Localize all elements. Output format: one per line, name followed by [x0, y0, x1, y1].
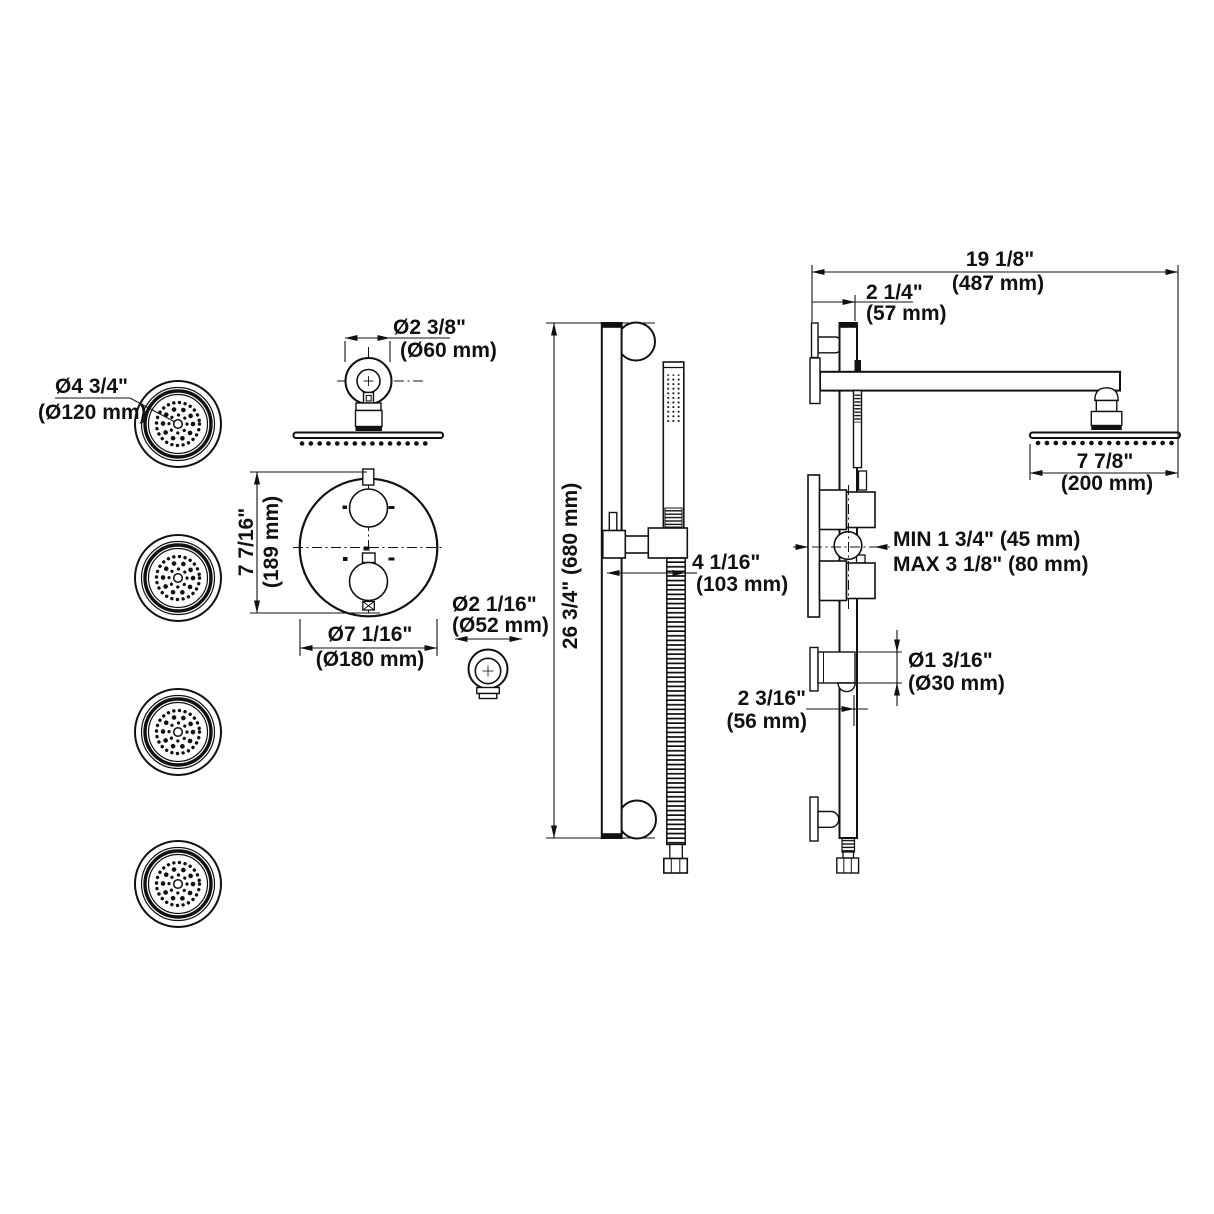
rain-shower-head-view: Ø2 3/8" (Ø60 mm) [292, 316, 497, 446]
wall-flange [809, 796, 819, 842]
valve-lower-handle-side [818, 560, 848, 602]
wall-supply-elbow-view: Ø2 1/16" (Ø52 mm) [452, 593, 549, 700]
slide-bar [600, 322, 623, 839]
elbow-base [476, 686, 500, 695]
body-jet [135, 841, 221, 927]
body-jet [135, 535, 221, 621]
hand-shower-side [852, 389, 863, 469]
dim-depth-max: MAX 3 1/8" (80 mm) [893, 553, 1089, 576]
hand-shower-spray-face [666, 374, 682, 423]
arm-escutcheon [809, 357, 821, 405]
dim-overall-mm: (487 mm) [952, 272, 1044, 295]
bottom-bar-mount [817, 810, 840, 828]
shower-hose [666, 557, 686, 846]
bottom-wall-flange [617, 799, 657, 840]
wall-flange [810, 322, 819, 359]
lower-handle [348, 561, 389, 602]
hose-nub [837, 682, 856, 693]
dim-head-mm: (200 mm) [1061, 472, 1153, 495]
valve-trim-front-view: 7 7/16" (189 mm) Ø7 1/16" (Ø180 mm) [235, 468, 444, 671]
hose-ferrule-side [841, 837, 856, 853]
dim-bar-offset-in: 2 1/4" [866, 281, 923, 304]
hose-nut [662, 857, 689, 874]
hose-outlet [817, 651, 856, 684]
hand-shower-slide-bar-view: 26 3/4" (680 mm) 4 1/16" (103 mm) [546, 321, 788, 874]
body-jets-front-view: Ø4 3/4" (Ø120 mm) [38, 375, 221, 927]
slider-bracket [601, 529, 627, 559]
dim-outlet-diameter-in: Ø1 3/16" [908, 649, 993, 672]
dim-elbow-diameter-in: Ø2 1/16" [452, 593, 537, 616]
dim-body-jet-diameter-in: Ø4 3/4" [55, 375, 128, 398]
bracket-knob [608, 511, 618, 532]
upper-handle [348, 488, 389, 528]
flange [355, 402, 382, 412]
dim-rain-head-ball-mm: (Ø60 mm) [400, 339, 497, 362]
dim-rain-head-ball-in: Ø2 3/8" [393, 316, 466, 339]
dim-outlet-offset-mm: (56 mm) [726, 710, 807, 733]
dim-holder-offset-in: 4 1/16" [692, 551, 760, 574]
head-disc-side [1029, 431, 1181, 439]
dim-head-in: 7 7/8" [1077, 450, 1134, 473]
trim-top-tab [362, 468, 375, 486]
hose-ferrule [669, 843, 683, 860]
dim-trim-height-mm: (189 mm) [260, 496, 283, 588]
head-hub [354, 409, 383, 428]
dim-slide-bar-length: 26 3/4" (680 mm) [559, 483, 582, 649]
body-jet [135, 381, 221, 467]
top-wall-flange [616, 321, 656, 362]
hose-nut-side [836, 857, 860, 874]
hand-shower-grip [664, 507, 683, 528]
body-jet [135, 689, 221, 775]
dim-trim-diameter-mm: (Ø180 mm) [316, 648, 425, 671]
hand-shower-holder [647, 527, 689, 559]
installed-side-view: 19 1/8" (487 mm) 2 1/4" (57 mm) 7 7/8" (… [726, 248, 1181, 874]
dim-outlet-diameter-mm: (Ø30 mm) [908, 672, 1005, 695]
temperature-icon [363, 546, 370, 551]
outlet-flange [809, 646, 819, 692]
dim-body-jet-diameter-mm: (Ø120 mm) [38, 401, 147, 424]
dim-bar-offset-mm: (57 mm) [866, 302, 947, 325]
dim-elbow-diameter-mm: (Ø52 mm) [452, 614, 549, 637]
leader-line [55, 397, 176, 423]
holder-hook [854, 360, 861, 371]
ball-joint-side [1094, 387, 1119, 402]
dim-overall-in: 19 1/8" [966, 248, 1034, 271]
valve-upper-handle-side [818, 489, 848, 531]
handle-button [361, 552, 376, 564]
dim-depth-min: MIN 1 3/4" (45 mm) [893, 528, 1080, 551]
set-screw [365, 394, 372, 402]
valve-plate-side [807, 474, 821, 618]
dim-holder-offset-mm: (103 mm) [696, 573, 788, 596]
shower-arm [819, 370, 1121, 392]
dim-trim-diameter-in: Ø7 1/16" [328, 623, 413, 646]
dim-trim-height-in: 7 7/16" [235, 508, 258, 576]
head-disc [292, 431, 444, 439]
dim-outlet-offset-in: 2 3/16" [738, 687, 806, 710]
